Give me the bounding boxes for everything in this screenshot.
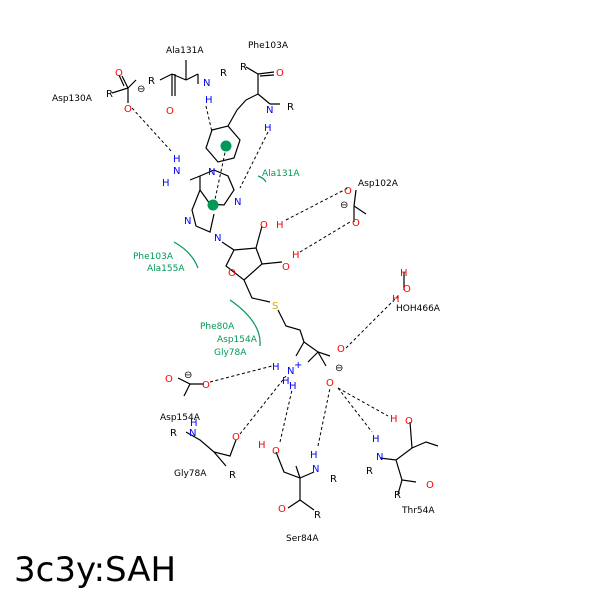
atom-o: O bbox=[282, 262, 290, 273]
atom-h: H bbox=[282, 376, 290, 387]
pi-centroid-phenyl bbox=[220, 140, 232, 152]
hydrophobic-arc-phe80 bbox=[229, 299, 261, 347]
atom-o: O bbox=[124, 104, 132, 115]
atom-o: O bbox=[278, 504, 286, 515]
hydrophobic-label-ala131: Ala131A bbox=[262, 169, 300, 179]
atom-n: N bbox=[266, 105, 273, 116]
atom-r: R bbox=[170, 428, 177, 439]
atom-n: N bbox=[203, 78, 210, 89]
atom-r: R bbox=[366, 466, 373, 477]
atom-h: H bbox=[205, 95, 213, 106]
residue-labels: Ala131A Phe103A Asp130A Asp102A HOH466A … bbox=[52, 41, 441, 544]
atom-h: H bbox=[173, 154, 181, 165]
residue-label-asp102: Asp102A bbox=[358, 179, 399, 189]
atom-o: O bbox=[232, 432, 240, 443]
atom-o: O bbox=[272, 446, 280, 457]
residue-label-asp130: Asp130A bbox=[52, 94, 93, 104]
hydrophobic-label-asp154: Asp154A bbox=[217, 335, 258, 345]
atom-n: N bbox=[208, 167, 215, 178]
atom-h: H bbox=[264, 123, 272, 134]
atom-r: R bbox=[287, 102, 294, 113]
diagram-title: 3c3y:SAH bbox=[14, 550, 177, 590]
residue-label-phe103: Phe103A bbox=[248, 41, 289, 51]
atom-s: S bbox=[272, 301, 278, 312]
atom-o: O bbox=[352, 218, 360, 229]
atom-n: N bbox=[214, 233, 221, 244]
residue-label-asp154: Asp154A bbox=[160, 413, 201, 423]
atom-r: R bbox=[148, 76, 155, 87]
hydrophobic-arc-ala131 bbox=[257, 175, 267, 183]
residue-label-ala131: Ala131A bbox=[166, 46, 204, 56]
atom-h: H bbox=[272, 362, 280, 373]
atom-o: O bbox=[166, 106, 174, 117]
atom-h: H bbox=[276, 220, 284, 231]
hydrophobic-label-gly78: Gly78A bbox=[214, 348, 247, 358]
atom-charge: ⊖ bbox=[335, 363, 343, 374]
atom-labels: R O ⊖ O R N R H O R O N R H H N H N N N … bbox=[106, 62, 434, 521]
atom-o: O bbox=[426, 480, 434, 491]
atom-n: N bbox=[184, 216, 191, 227]
atom-h: H bbox=[390, 414, 398, 425]
bond-lines bbox=[111, 60, 439, 511]
residue-label-thr54: Thr54A bbox=[401, 506, 435, 516]
atom-r: R bbox=[394, 490, 401, 501]
hydrophobic-label-phe103: Phe103A bbox=[133, 252, 174, 262]
atom-h: H bbox=[162, 178, 170, 189]
atom-o: O bbox=[337, 344, 345, 355]
atom-h: H bbox=[372, 434, 380, 445]
hydrogen-bond-lines bbox=[131, 105, 399, 447]
atom-o: O bbox=[344, 186, 352, 197]
atom-h: H bbox=[310, 450, 318, 461]
atom-o: O bbox=[165, 374, 173, 385]
residue-label-ser84: Ser84A bbox=[286, 534, 319, 544]
atom-n: N bbox=[189, 428, 196, 439]
atom-n: N bbox=[173, 166, 180, 177]
atom-h: H bbox=[258, 440, 266, 451]
atom-charge: ⊖ bbox=[340, 200, 348, 211]
atom-r: R bbox=[240, 62, 247, 73]
atom-o: O bbox=[228, 268, 236, 279]
atom-plus: + bbox=[294, 360, 302, 371]
residue-label-hoh466: HOH466A bbox=[396, 304, 441, 314]
atom-h: H bbox=[190, 418, 198, 429]
atom-r: R bbox=[314, 510, 321, 521]
hydrophobic-arc-phe103 bbox=[173, 241, 199, 269]
atom-r: R bbox=[229, 470, 236, 481]
atom-o: O bbox=[260, 220, 268, 231]
atom-charge: ⊖ bbox=[137, 84, 145, 95]
atom-o: O bbox=[276, 68, 284, 79]
atom-r: R bbox=[220, 68, 227, 79]
atom-h: H bbox=[289, 381, 297, 392]
atom-o: O bbox=[405, 416, 413, 427]
atom-o: O bbox=[403, 284, 411, 295]
atom-h: H bbox=[392, 294, 400, 305]
atom-n: N bbox=[234, 197, 241, 208]
atom-o: O bbox=[115, 68, 123, 79]
atom-r: R bbox=[330, 474, 337, 485]
atom-n: N bbox=[376, 452, 383, 463]
atom-h: H bbox=[292, 250, 300, 261]
pi-centroid-adenine bbox=[207, 199, 219, 211]
atom-charge: ⊖ bbox=[184, 370, 192, 381]
atom-h: H bbox=[400, 268, 408, 279]
residue-label-gly78: Gly78A bbox=[174, 469, 207, 479]
atom-n: N bbox=[312, 464, 319, 475]
atom-r: R bbox=[106, 89, 113, 100]
hydrophobic-label-phe80: Phe80A bbox=[200, 322, 235, 332]
atom-o: O bbox=[326, 378, 334, 389]
atom-o: O bbox=[202, 380, 210, 391]
atom-n: N bbox=[287, 366, 294, 377]
hydrophobic-label-ala155: Ala155A bbox=[147, 264, 185, 274]
